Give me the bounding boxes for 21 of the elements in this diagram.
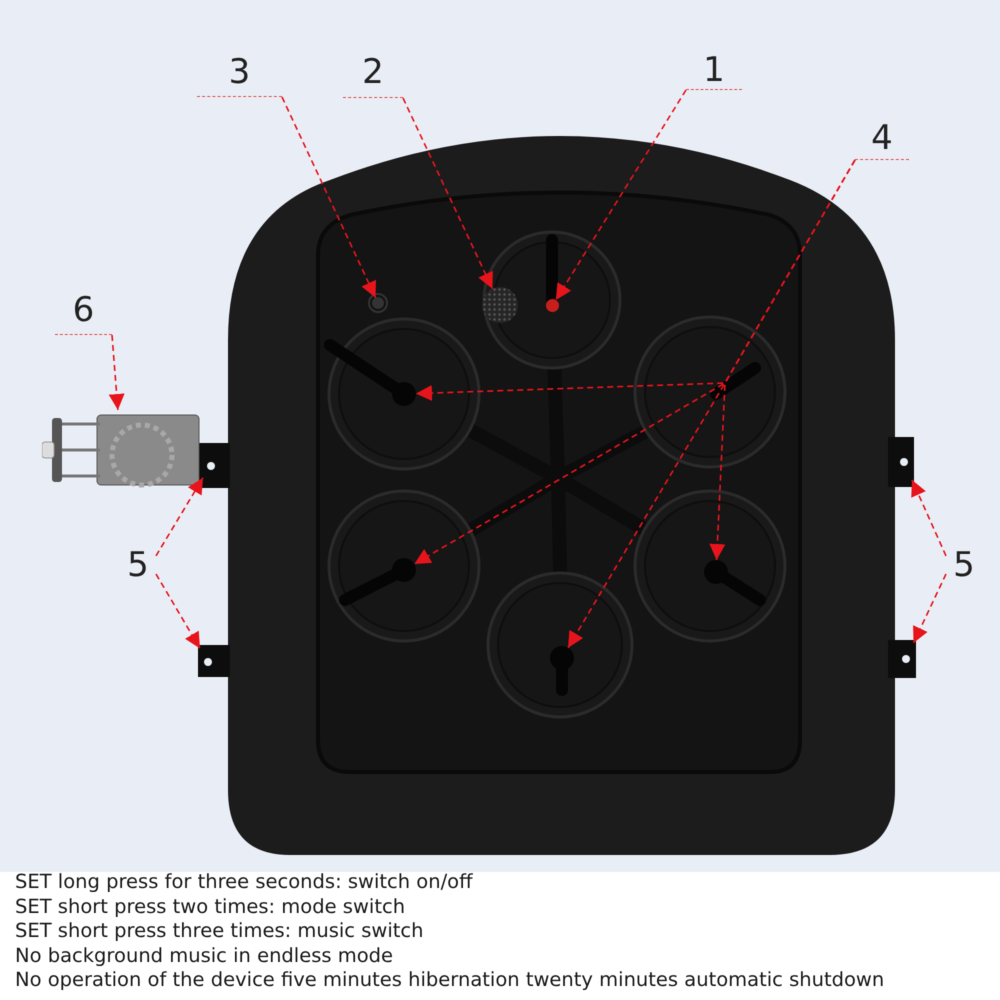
leader-line	[912, 574, 947, 644]
instruction-text: No operation of the device five minutes hibernation twenty minutes automatic shutdown	[15, 968, 884, 992]
leader-line	[911, 480, 947, 556]
leader-line	[108, 334, 125, 410]
leader-line	[555, 90, 687, 300]
instruction-text: SET long press for three seconds: switch on/off	[15, 870, 473, 894]
leader-line	[281, 96, 376, 298]
leader-line	[155, 574, 201, 649]
leader-line	[402, 98, 494, 290]
instruction-text: No background music in endless mode	[15, 944, 394, 968]
instruction-text: SET short press three times: music switch	[15, 919, 424, 943]
callout-number: 5	[127, 545, 149, 585]
callout-number: 4	[871, 118, 893, 158]
callout-number: 2	[362, 52, 384, 92]
callout-number: 3	[228, 52, 250, 92]
leader-line	[155, 477, 204, 556]
instruction-text: SET short press two times: mode switch	[15, 894, 406, 918]
callout-number: 5	[953, 545, 975, 585]
leader-line	[567, 160, 856, 648]
callout-number: 1	[703, 50, 725, 90]
callout-number: 6	[72, 290, 94, 330]
